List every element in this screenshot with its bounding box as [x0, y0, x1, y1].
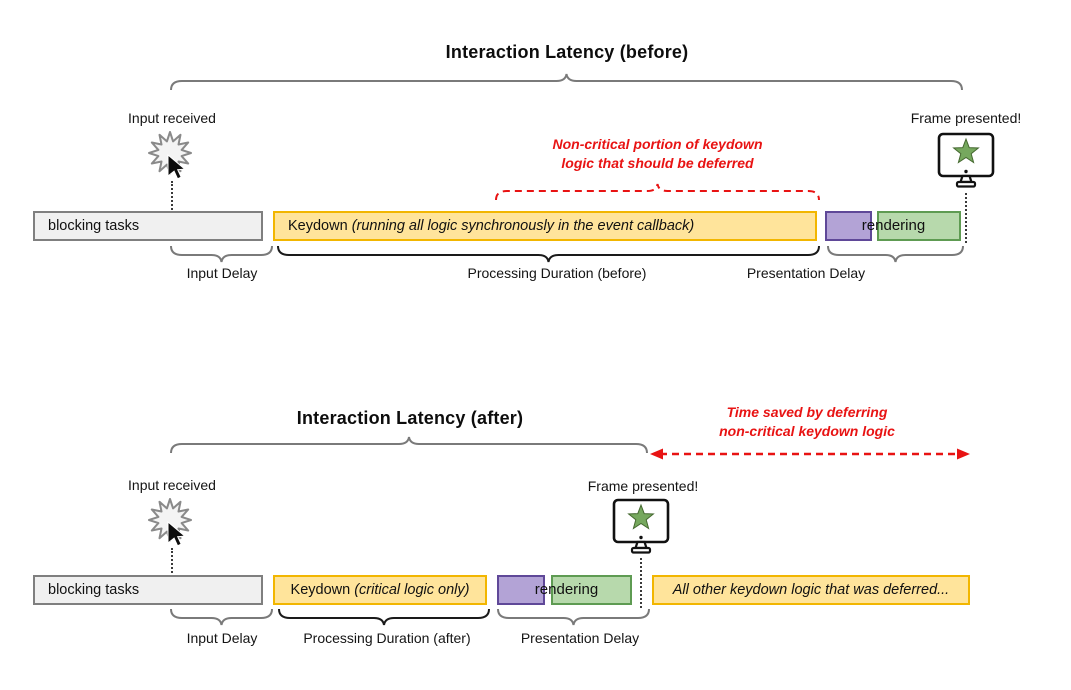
after-keydown-bar: Keydown (critical logic only) [273, 575, 487, 605]
monitor-icon [936, 131, 996, 191]
before-title: Interaction Latency (before) [445, 42, 689, 62]
after-input-time-connector [171, 548, 173, 577]
after-rendering-label: rendering [534, 581, 599, 598]
before-rendering-label: rendering [861, 217, 926, 234]
time-saved-annotation: Time saved by deferring non-critical key… [719, 404, 895, 439]
after-frame-time-connector [640, 558, 642, 608]
click-burst-icon [146, 129, 200, 187]
after-title: Interaction Latency (after) [296, 408, 524, 428]
bar-label: All other keydown logic that was deferre… [672, 582, 950, 598]
before-input-delay-brace [170, 245, 273, 263]
before-input-time-connector [171, 181, 173, 213]
time-saved-arrow [650, 447, 970, 461]
bar-label: blocking tasks [48, 582, 140, 598]
bar-label: blocking tasks [48, 218, 140, 234]
after-processing-label: Processing Duration (after) [303, 630, 471, 646]
cursor-icon [167, 153, 187, 180]
after-processing-brace [278, 608, 490, 626]
before-rendering-bar [877, 211, 961, 241]
after-latency-brace [170, 436, 648, 454]
after-paint-bar [497, 575, 545, 605]
after-frame-presented-label: Frame presented! [587, 478, 699, 494]
click-burst-icon [146, 496, 200, 554]
burst-shape [148, 498, 192, 542]
before-presentation-label: Presentation Delay [746, 265, 866, 281]
after-deferred-bar: All other keydown logic that was deferre… [652, 575, 970, 605]
before-input-delay-label: Input Delay [186, 265, 258, 281]
before-keydown-bar: Keydown (running all logic synchronously… [273, 211, 817, 241]
before-presentation-brace [827, 245, 964, 263]
before-latency-brace [170, 73, 963, 91]
after-input-received-label: Input received [128, 477, 216, 493]
star-icon [952, 137, 980, 164]
cursor-icon [167, 520, 187, 547]
burst-shape [148, 131, 192, 175]
before-paint-bar [825, 211, 872, 241]
before-deferred-dashed-brace [495, 183, 820, 201]
bar-label-detail: (running all logic synchronously in the … [351, 218, 695, 234]
before-frame-presented-label: Frame presented! [910, 110, 1022, 126]
after-input-delay-brace [170, 608, 273, 626]
before-input-received-label: Input received [128, 110, 216, 126]
bar-label-detail: (critical logic only) [354, 582, 470, 598]
bar-label: Keydown [288, 218, 352, 234]
after-presentation-brace [497, 608, 650, 626]
before-processing-label: Processing Duration (before) [467, 265, 647, 281]
monitor-icon [611, 497, 671, 557]
before-processing-brace [277, 245, 820, 263]
star-icon [627, 503, 655, 530]
bar-label: Keydown [290, 582, 355, 598]
after-rendering-bar [551, 575, 632, 605]
after-input-delay-label: Input Delay [186, 630, 258, 646]
after-blocking-tasks-bar: blocking tasks [33, 575, 263, 605]
before-frame-time-connector [965, 193, 967, 243]
before-deferred-annotation: Non-critical portion of keydown logic th… [552, 136, 763, 171]
before-blocking-tasks-bar: blocking tasks [33, 211, 263, 241]
after-presentation-label: Presentation Delay [520, 630, 640, 646]
